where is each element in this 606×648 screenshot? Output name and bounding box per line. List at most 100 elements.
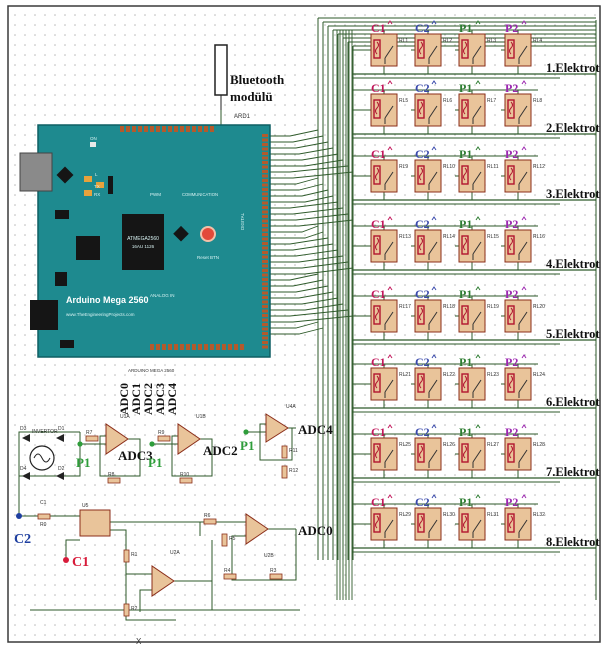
relay-tag-p1: P1 [459,355,472,369]
header-pin [262,255,268,259]
relay-ref: RL32 [533,512,545,518]
header-pin [262,233,268,236]
header-pin [262,192,268,196]
header-pin [262,251,268,254]
relay-tag-p2: P2 [505,287,518,301]
rx-label: RX [94,192,100,197]
opamp-u2b-ref: U2B [264,553,274,559]
relay-ref: RL16 [533,234,545,240]
header-pin [262,246,268,250]
header-pin [262,147,268,151]
header-pin [204,344,208,350]
opamp-u1a [105,423,129,455]
relay-ref: RL25 [399,442,411,448]
adc-header-label-3: ADC3 [153,383,167,415]
header-pin [262,291,268,295]
relay-tag-p2: P2 [505,81,518,95]
header-pin [150,344,154,350]
header-pin [174,126,178,132]
adc0-output-label: ADC0 [298,523,333,538]
relay-tag-p1: P1 [459,495,472,509]
header-pin [126,126,130,132]
relay-tag-c1: C1 [371,217,386,231]
header-pin [138,126,142,132]
bluetooth-label-line2: modülü [230,89,273,104]
c1-terminal [63,557,69,563]
opamp-u4a [265,413,289,443]
header-pin [262,134,268,137]
ic-u5 [79,509,111,537]
header-pin [262,188,268,191]
atmega-chip [122,214,164,270]
relay-tag-c2: C2 [415,355,430,369]
resistor-ref: R7 [86,430,93,436]
misc-mark: X [136,637,142,646]
opamp-u1b-ref: U1B [196,414,206,420]
adc-header-label-4: ADC4 [165,383,179,415]
header-pin [262,278,268,281]
on-label: ON [90,136,97,141]
header-pin [262,201,268,205]
analog-circuit: INVERTOR D3 D1 D4 D2 U5 C1 R0 C2 C1 U1A … [14,404,333,646]
relay-tag-c1: C1 [371,147,386,161]
relay-tag-p2: P2 [505,425,518,439]
opamp-u2a [151,565,175,597]
header-pin [262,224,268,227]
resistor-r9 [157,435,171,442]
relay-tag-p2: P2 [505,495,518,509]
header-pin [262,269,268,272]
p1-terminal-2 [149,441,155,447]
diode-d4: D4 [20,466,27,472]
relay-ref: RL5 [399,98,408,104]
relay-ref: RL27 [487,442,499,448]
relay-ref: RL11 [487,164,499,170]
header-pin [210,126,214,132]
relay-ref: RL14 [443,234,455,240]
resistor-r5 [221,533,228,547]
relay-ref: RL31 [487,512,499,518]
electrode-label-4: 4.Elektrot [546,257,600,271]
header-pin [262,336,268,340]
header-pin [180,344,184,350]
header-pin [144,126,148,132]
relay-ref: RL9 [399,164,408,170]
header-pin [262,179,268,182]
resistor-r8 [107,477,121,484]
relay-ref: RL10 [443,164,455,170]
header-pin [234,344,238,350]
board-url: www.TheEngineeringProjects.com [66,312,135,317]
p1-terminal-3 [243,429,249,435]
relay-ref: RL2 [443,38,452,44]
resistor-ref: R3 [270,568,277,574]
resistor-r4 [223,573,237,580]
bluetooth-module: Bluetooth modülü ARD1 [214,44,285,120]
header-pin [156,126,160,132]
header-pin [162,344,166,350]
relay-ref: RL17 [399,304,411,310]
reset-label: Reset BTN [197,255,219,260]
relay-ref: RL3 [487,38,496,44]
header-pin [262,183,268,187]
relay-tag-c2: C2 [415,81,430,95]
cap-c1-ref: C1 [40,500,47,506]
